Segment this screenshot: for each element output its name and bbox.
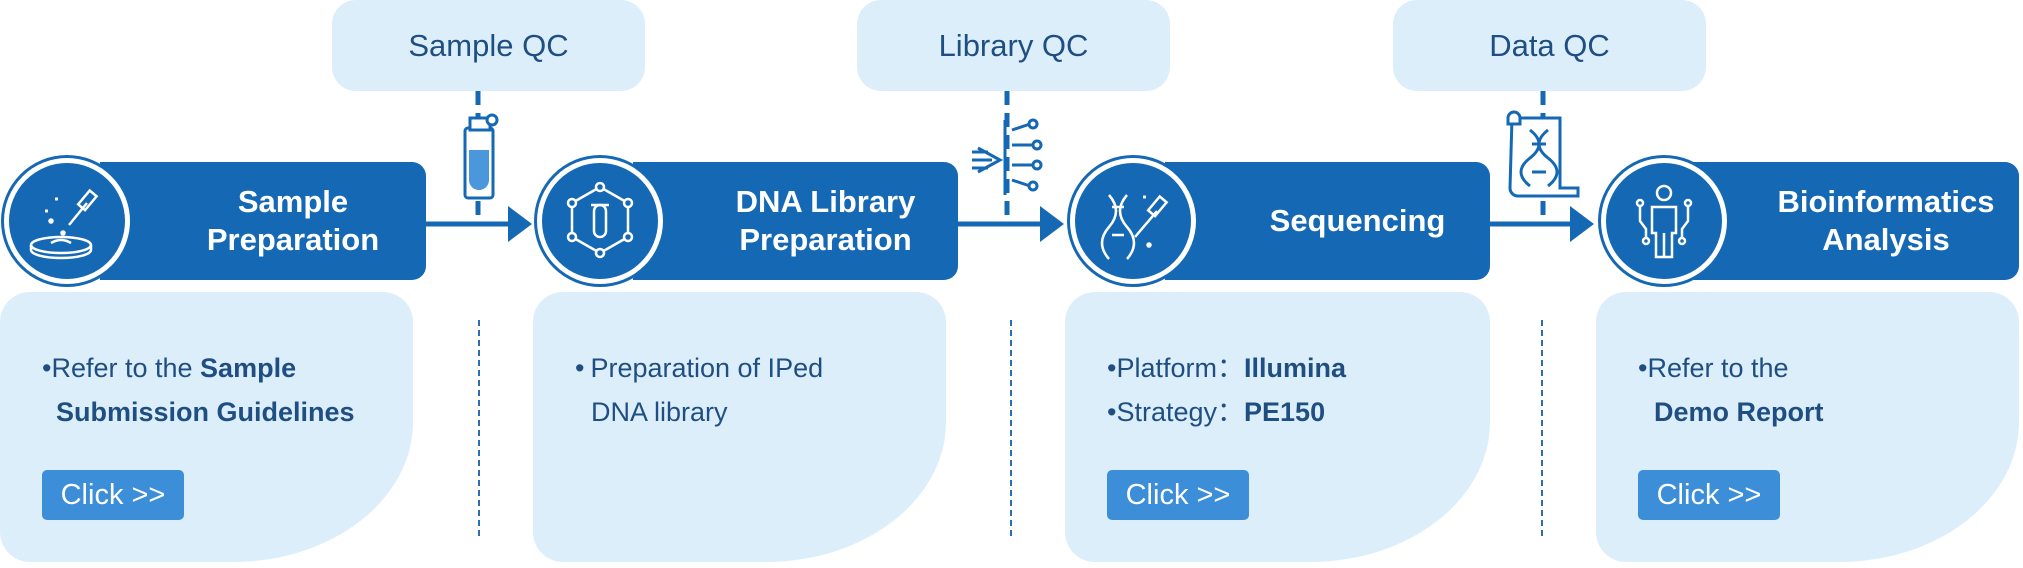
card-sequencing: •Platform：Illumina •Strategy：PE150 Click…: [1065, 292, 1490, 562]
card-2-line-2: DNA library: [591, 397, 728, 427]
demo-report-text: Demo Report: [1654, 397, 1824, 427]
sample-link-text: Sample: [200, 353, 297, 383]
card-4-line-1: •Refer to the: [1638, 353, 1789, 383]
submission-guidelines-text: Submission Guidelines: [56, 397, 355, 427]
divider-3: [1541, 320, 1543, 536]
petri-dish-dropper-icon: [4, 158, 130, 284]
data-qc-label: Data QC: [1489, 27, 1610, 63]
filter-funnel-icon: [972, 118, 1043, 195]
dna-pipette-icon: [1070, 158, 1196, 284]
arrow-head-3: [1570, 206, 1594, 242]
data-qc-box: Data QC: [1393, 0, 1706, 91]
stage-3-line1: Sequencing: [1269, 203, 1446, 238]
divider-1: [478, 320, 480, 536]
arrow-head-2: [1040, 206, 1064, 242]
card-sample-preparation: •Refer to the Sample Submission Guidelin…: [0, 292, 413, 562]
sequencing-click-button[interactable]: Click >>: [1107, 470, 1249, 520]
stage-dna-library-preparation: DNA Library Preparation: [633, 162, 958, 280]
arrow-head-1: [508, 206, 532, 242]
stage-2-line1: DNA Library: [735, 184, 916, 219]
test-tube-icon: [463, 113, 499, 200]
card-2-line-1: •Preparation of IPed: [575, 353, 824, 383]
card-1-line-2: Submission Guidelines: [42, 390, 413, 434]
stage-sample-preparation: Sample Preparation: [100, 162, 426, 280]
sample-qc-box: Sample QC: [332, 0, 645, 91]
sample-qc-label: Sample QC: [408, 27, 569, 63]
stage-4-line2: Analysis: [1822, 222, 1950, 257]
stage-1-line2: Preparation: [206, 222, 380, 257]
stage-4-line1: Bioinformatics: [1777, 184, 1995, 219]
stage-2-line2: Preparation: [739, 222, 912, 257]
library-qc-box: Library QC: [857, 0, 1170, 91]
card-1-line-1: •Refer to the Sample: [42, 353, 297, 383]
stage-3-title: Sequencing: [1210, 202, 1446, 240]
card-3-line-2: •Strategy：PE150: [1107, 397, 1326, 427]
divider-2: [1010, 320, 1012, 536]
library-qc-label: Library QC: [938, 27, 1089, 63]
test-tube-network-icon: [537, 158, 663, 284]
stage-2-title: DNA Library Preparation: [676, 183, 916, 259]
platform-value: Illumina: [1243, 353, 1346, 383]
person-analysis-icon: [1601, 158, 1727, 284]
stage-1-title: Sample Preparation: [147, 183, 379, 259]
stage-bioinformatics-analysis: Bioinformatics Analysis: [1693, 162, 2019, 280]
card-dna-library-preparation: •Preparation of IPed DNA library: [533, 292, 946, 562]
strategy-value: PE150: [1244, 397, 1326, 427]
sample-guidelines-click-button[interactable]: Click >>: [42, 470, 184, 520]
card-3-line-1: •Platform：Illumina: [1107, 353, 1346, 383]
card-4-line-2: Demo Report: [1638, 390, 2019, 434]
stage-4-title: Bioinformatics Analysis: [1717, 183, 1994, 259]
card-bioinformatics-analysis: •Refer to the Demo Report Click >>: [1596, 292, 2019, 562]
stage-1-line1: Sample: [237, 184, 349, 219]
dna-scroll-icon: [1506, 110, 1580, 198]
stage-sequencing: Sequencing: [1165, 162, 1490, 280]
demo-report-click-button[interactable]: Click >>: [1638, 470, 1780, 520]
